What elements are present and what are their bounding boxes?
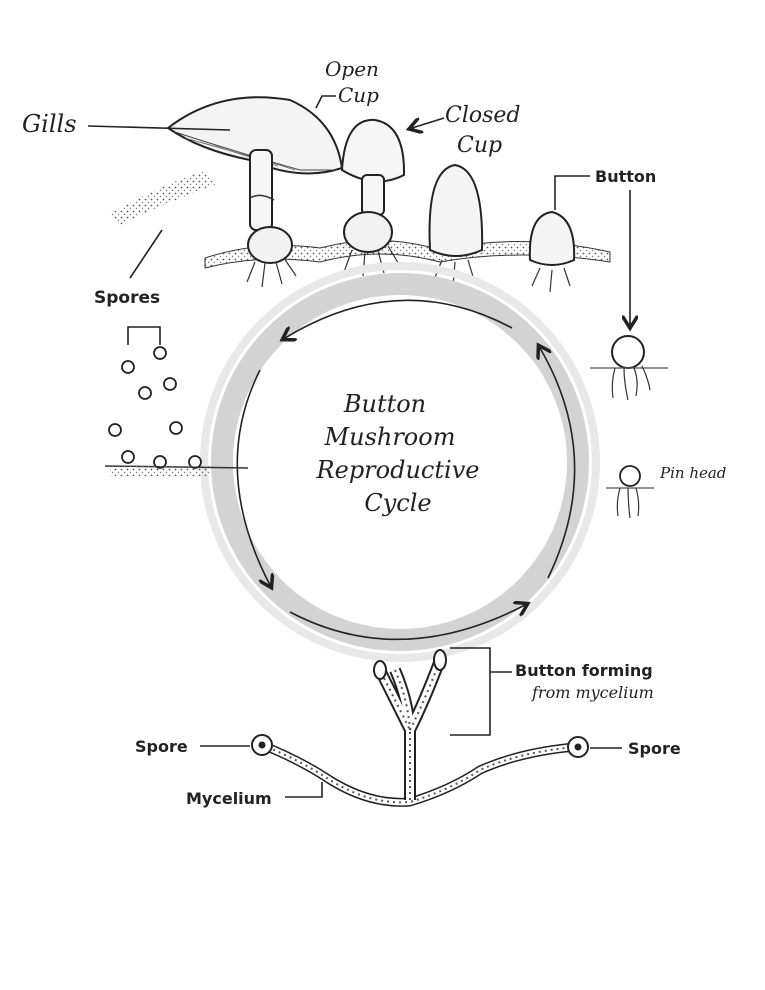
label-open-cup: Open Cup [315, 57, 379, 109]
label-mycelium: Mycelium [186, 782, 323, 808]
label-gills: Gills [22, 110, 231, 138]
label-spore-right: Spore [590, 739, 681, 758]
svg-text:Open: Open [325, 57, 379, 81]
label-button: Button [554, 167, 656, 325]
spore-group [104, 346, 249, 476]
svg-text:Cup: Cup [338, 83, 379, 107]
mycelium-network [251, 649, 589, 807]
ground-soil [204, 240, 611, 269]
falling-spores [108, 170, 215, 225]
title-line-4: Cycle [364, 489, 431, 517]
title-line-3: Reproductive [316, 456, 480, 484]
svg-text:Mycelium: Mycelium [186, 789, 272, 808]
svg-text:Button: Button [595, 167, 656, 186]
title-line-2: Mushroom [324, 423, 456, 451]
cycle-title: Button Mushroom Reproductive Cycle [316, 390, 480, 517]
svg-text:Spore: Spore [628, 739, 681, 758]
button-primordium [590, 335, 668, 401]
label-spore-left: Spore [135, 737, 250, 756]
open-cup-mushroom [166, 96, 344, 288]
cycle-ring [200, 262, 600, 662]
svg-text:Button forming: Button forming [515, 661, 653, 680]
svg-text:Cup: Cup [457, 133, 502, 158]
svg-text:from mycelium: from mycelium [531, 683, 654, 702]
svg-text:Spores: Spores [94, 288, 160, 308]
cycle-arrow-top [285, 299, 513, 338]
svg-text:Spore: Spore [135, 737, 188, 756]
label-button-forming: Button forming from mycelium [450, 647, 654, 736]
button-mushroom-small [528, 210, 576, 293]
cycle-arrow-bottom [289, 605, 525, 641]
closed-cup-mushroom [340, 118, 406, 277]
label-closed-cup: Closed Cup [412, 103, 521, 158]
button-mushroom-large [428, 163, 484, 287]
label-pinhead: Pin head [659, 464, 726, 482]
cycle-arrow-left [236, 369, 270, 585]
pinhead-drawing: Pin head [606, 464, 726, 519]
cycle-arrow-right [540, 348, 576, 579]
svg-text:Closed: Closed [445, 103, 521, 128]
svg-text:Gills: Gills [22, 110, 77, 138]
label-spores: Spores [94, 229, 163, 345]
title-line-1: Button [343, 390, 426, 418]
